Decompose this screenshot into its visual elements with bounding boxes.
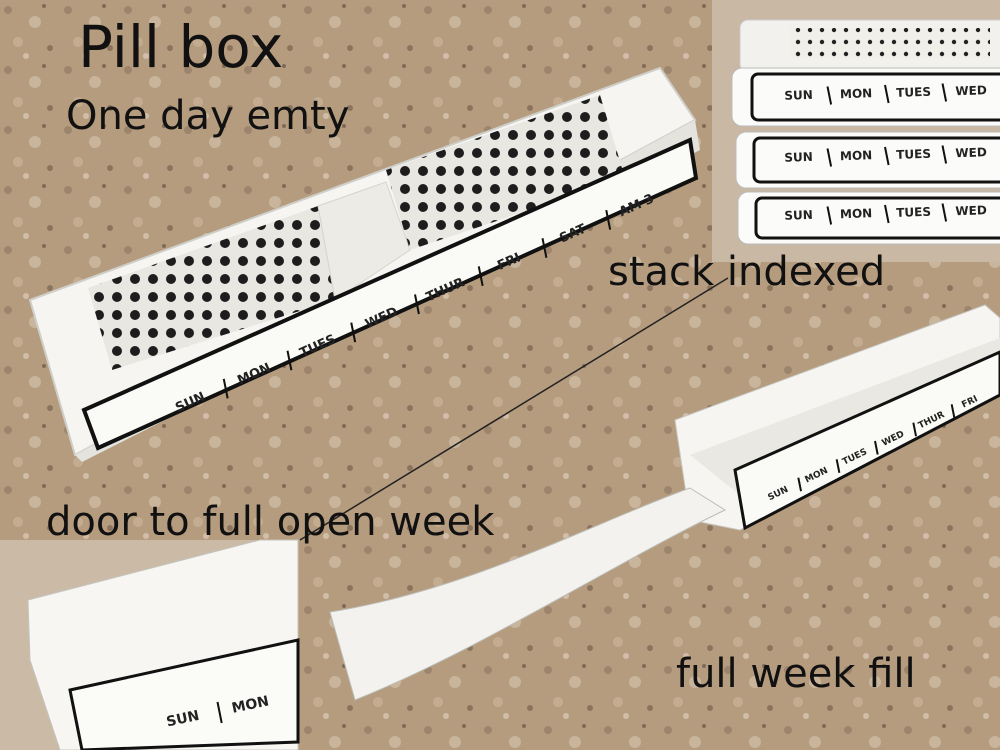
fill-caption: full week fill [676, 651, 916, 697]
open-box-day-divider [912, 422, 918, 437]
open-box-day-divider [874, 440, 879, 455]
door-day-divider [216, 701, 223, 724]
main-box-day-divider [541, 238, 548, 258]
stack-day-divider [826, 206, 833, 225]
stack-day-divider [826, 86, 833, 105]
stack-box-1 [731, 19, 1000, 127]
subtitle-caption: One day emty [66, 93, 350, 139]
stack-day-divider [884, 204, 890, 224]
stack-day-label: WED [955, 203, 987, 218]
door-closeup: SUN MON [27, 539, 300, 750]
stack-day-divider [884, 84, 890, 104]
stack-day-label: MON [840, 206, 873, 221]
stack-row: SUN MON TUES WED [784, 145, 987, 167]
stack-day-label: TUES [896, 147, 931, 162]
main-box-day-divider [477, 266, 484, 287]
stack-day-label: MON [840, 86, 873, 101]
door-day-label: SUN [165, 708, 201, 731]
stack-box-3 [737, 191, 1000, 245]
door-caption: door to full open week [46, 499, 495, 545]
stack-day-label: TUES [896, 205, 931, 220]
stack-row: SUN MON TUES WED [784, 203, 987, 225]
stack-day-label: SUN [784, 150, 813, 165]
open-box-day-divider [797, 477, 803, 492]
stack-day-label: SUN [784, 88, 813, 103]
stack-caption: stack indexed [608, 249, 886, 295]
stack-day-label: WED [955, 83, 987, 98]
main-box-day-divider [414, 294, 420, 315]
title-caption: Pill box [78, 13, 284, 81]
stack-day-label: WED [955, 145, 987, 160]
stack-day-divider [941, 145, 948, 164]
main-box-day-divider [605, 209, 612, 230]
main-box-day-divider [286, 350, 293, 371]
stack-day-divider [941, 83, 948, 102]
main-box-day-divider [222, 378, 229, 399]
stack-day-label: MON [840, 148, 873, 163]
open-box-day-divider [835, 459, 841, 474]
stack-row: SUN MON TUES WED [784, 83, 987, 105]
stack-day-label: TUES [896, 85, 931, 100]
stack-day-label: SUN [784, 208, 813, 223]
stack-day-divider [826, 148, 833, 167]
stack-box-2 [735, 131, 1000, 189]
main-box-day-divider [350, 322, 357, 343]
open-box-day-divider [950, 404, 956, 419]
stack-day-divider [884, 146, 890, 166]
door-day-label: MON [230, 693, 270, 716]
stack-day-divider [941, 203, 948, 222]
